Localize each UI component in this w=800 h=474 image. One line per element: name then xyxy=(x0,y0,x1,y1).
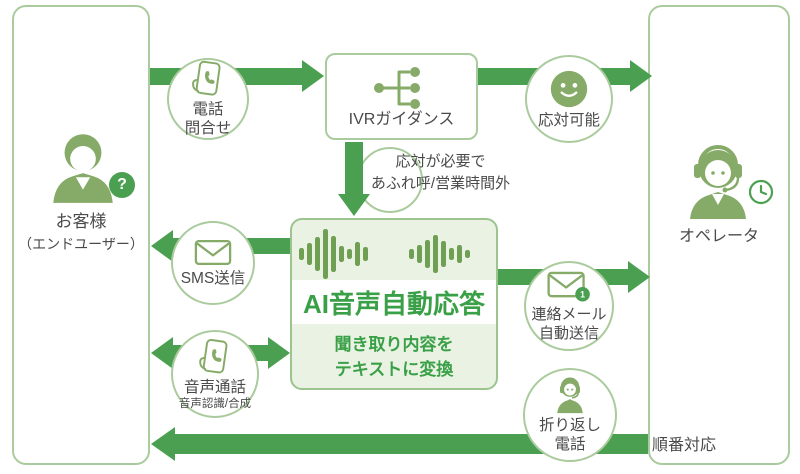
ai-description: 聞き取り内容を テキストに変換 xyxy=(292,332,496,382)
sms-node: SMS送信 xyxy=(171,221,255,305)
callback-label: 折り返し 電話 xyxy=(539,416,601,454)
customer-label-line1: お客様 xyxy=(55,212,107,231)
phone-inquiry-label: 電話 問合せ xyxy=(185,100,232,138)
ivr-branch-icon xyxy=(373,67,420,109)
operator-headset-icon xyxy=(557,377,583,414)
voice-call-node: 音声通話 音声認識/合成 xyxy=(171,330,259,418)
contact-mail-label: 連絡メール 自動送信 xyxy=(531,305,606,343)
ai-desc-line2: テキストに変換 xyxy=(334,360,454,379)
overflow-note-line2: あふれ呼/営業時間外 xyxy=(370,175,511,192)
ivr-label: IVRガイダンス xyxy=(348,111,455,128)
sms-label: SMS送信 xyxy=(180,270,246,287)
operator-person-icon xyxy=(690,145,746,219)
callback-line1: 折り返し xyxy=(538,417,601,434)
customer-label: お客様 （エンドユーザー） xyxy=(14,210,148,256)
waveform-icon xyxy=(299,229,470,279)
smiley-icon xyxy=(550,70,588,107)
customer-person-icon xyxy=(53,134,113,203)
phone-inquiry-line2: 問合せ xyxy=(184,120,232,137)
customer-panel: ? お客様 （エンドユーザー） xyxy=(12,5,150,465)
question-badge: ? xyxy=(109,172,135,198)
operator-label: オペレータ xyxy=(678,228,759,245)
clock-icon xyxy=(748,179,774,205)
contact-mail-line1: 連絡メール xyxy=(531,305,607,323)
phone-inquiry-line1: 電話 xyxy=(192,101,224,118)
voice-call-sublabel: 音声認識/合成 xyxy=(178,397,252,410)
available-node: 応対可能 xyxy=(525,55,613,143)
phone-in-hand-icon xyxy=(192,60,221,96)
mail-badge-count: 1 xyxy=(580,289,585,299)
ai-title-band: AI音声自動応答 xyxy=(292,280,496,324)
callback-node: 折り返し 電話 xyxy=(523,368,617,462)
queue-note: 順番対応 xyxy=(652,437,717,454)
customer-label-line2: （エンドユーザー） xyxy=(18,236,144,252)
ai-desc-line1: 聞き取り内容を xyxy=(334,335,454,354)
ai-response-panel: AI音声自動応答 聞き取り内容を テキストに変換 xyxy=(290,218,498,390)
available-label: 応対可能 xyxy=(537,111,600,129)
contact-mail-line2: 自動送信 xyxy=(538,324,599,342)
operator-panel: オペレータ 順番対応 xyxy=(648,5,790,465)
ivr-panel: IVRガイダンス xyxy=(325,53,478,140)
contact-mail-node: 1 連絡メール 自動送信 xyxy=(524,261,614,351)
envelope-notification-icon: 1 xyxy=(547,271,590,302)
callback-line2: 電話 xyxy=(554,436,586,453)
phone-in-hand-icon xyxy=(199,338,228,373)
overflow-note-line1: 応対が必要で xyxy=(395,153,486,170)
voice-call-label: 音声通話 xyxy=(183,378,246,396)
ai-title: AI音声自動応答 xyxy=(302,288,485,319)
overflow-note: 応対が必要で あふれ呼/営業時間外 xyxy=(358,151,523,195)
envelope-icon xyxy=(194,239,232,266)
phone-inquiry-node: 電話 問合せ xyxy=(167,58,249,140)
